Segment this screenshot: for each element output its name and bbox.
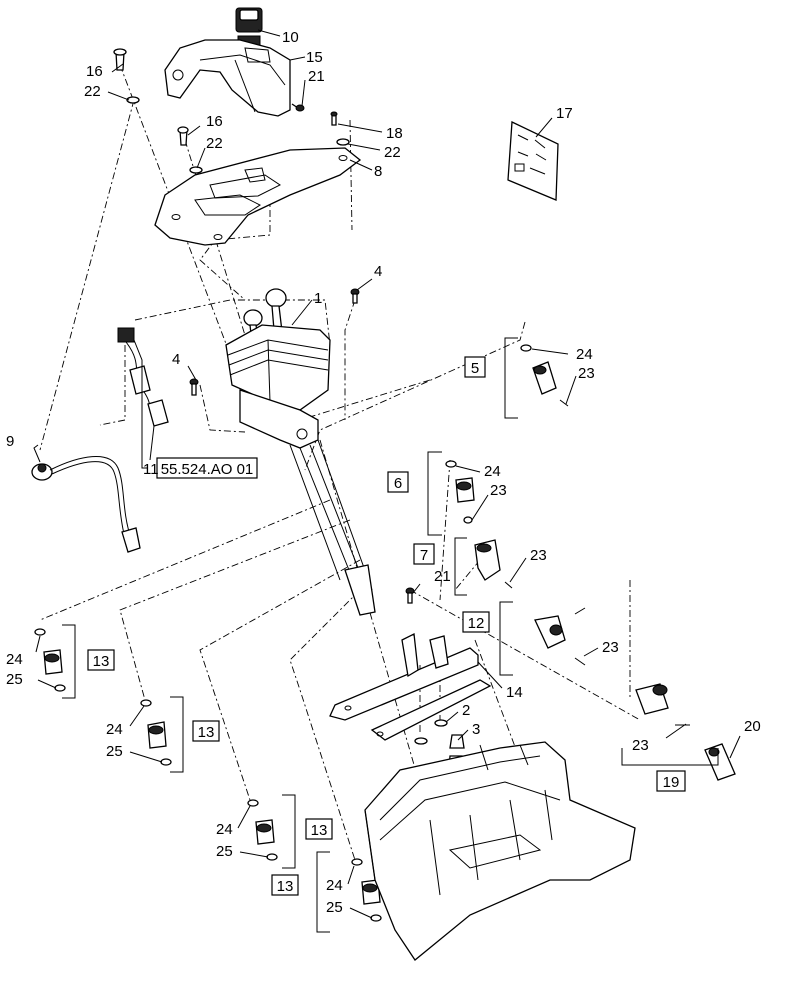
ref-prefix: 11	[143, 461, 159, 478]
callout-23-19: 23	[632, 737, 649, 754]
washer-22-top	[126, 96, 140, 104]
callout-2: 2	[462, 702, 470, 719]
svg-text:12: 12	[468, 615, 485, 632]
fitting-group-7	[474, 539, 513, 589]
callout-25-13d: 25	[326, 899, 343, 916]
callout-numbers: 10 15 21 16 22 16 22 18 22 8 17 4 1 4 9 …	[6, 29, 761, 916]
box-12: 12	[462, 611, 490, 633]
screw-16-top	[113, 48, 127, 71]
callout-25-13b: 25	[106, 743, 123, 760]
box-13-b: 13	[192, 720, 220, 742]
callout-23-6: 23	[490, 482, 507, 499]
screw-21-top	[291, 103, 305, 112]
svg-text:19: 19	[663, 774, 680, 791]
svg-text:6: 6	[394, 475, 402, 492]
callout-14: 14	[506, 684, 523, 701]
reference-label-11	[156, 457, 258, 479]
box-7: 7	[413, 543, 435, 565]
box-19: 19	[656, 770, 686, 792]
screw-18	[330, 111, 338, 126]
callout-24-6: 24	[484, 463, 501, 480]
svg-text:5: 5	[471, 360, 479, 377]
box-6: 6	[387, 471, 409, 493]
box-13-c: 13	[305, 818, 333, 840]
fitting-13-b	[140, 699, 172, 766]
svg-text:13: 13	[277, 878, 294, 895]
part-14-bracket	[329, 633, 492, 741]
callout-21-top: 21	[308, 68, 325, 85]
part-1-joystick-control	[225, 288, 376, 616]
part-11-wire-harness	[117, 327, 169, 461]
callout-24-5: 24	[576, 346, 593, 363]
callout-25-13c: 25	[216, 843, 233, 860]
callout-8: 8	[374, 163, 382, 180]
callout-20: 20	[744, 718, 761, 735]
fitting-group-19	[635, 683, 690, 726]
fitting-13-a	[34, 628, 66, 692]
fitting-group-6	[445, 460, 475, 524]
part-20-sensor	[704, 743, 736, 781]
washer-22-mid	[189, 166, 203, 174]
callout-24-13c: 24	[216, 821, 233, 838]
fitting-group-12	[534, 607, 586, 666]
fitting-13-d	[351, 858, 382, 922]
callout-10: 10	[282, 29, 299, 46]
part-15-console-cover	[164, 39, 291, 117]
callout-23-12: 23	[602, 639, 619, 656]
callout-15: 15	[306, 49, 323, 66]
callout-4-left: 4	[172, 351, 180, 368]
washer-2	[414, 719, 448, 745]
box-13-a: 13	[87, 649, 115, 671]
part-8-cover-plate	[154, 147, 362, 246]
callout-9: 9	[6, 433, 14, 450]
callout-3: 3	[472, 721, 480, 738]
screw-21-lower	[405, 587, 415, 604]
washer-22-right	[336, 138, 350, 146]
machine-frame	[364, 741, 636, 961]
group-brackets	[62, 337, 719, 933]
fitting-group-5	[520, 344, 569, 407]
box-13-d: 13	[271, 874, 299, 896]
callout-21-lower: 21	[434, 568, 451, 585]
callout-1: 1	[314, 290, 322, 307]
callout-16-top: 16	[86, 63, 103, 80]
svg-text:13: 13	[311, 822, 328, 839]
screw-4-left	[189, 378, 199, 396]
screw-4-right	[350, 288, 360, 304]
callout-23-7: 23	[530, 547, 547, 564]
callout-24-13a: 24	[6, 651, 23, 668]
leader-lines	[33, 29, 741, 919]
screw-16-mid	[177, 126, 189, 146]
svg-text:7: 7	[420, 547, 428, 564]
callout-25-13a: 25	[6, 671, 23, 688]
callout-23-5: 23	[578, 365, 595, 382]
svg-text:13: 13	[198, 724, 215, 741]
callout-17: 17	[556, 105, 573, 122]
callout-18: 18	[386, 125, 403, 142]
callout-22-mid: 22	[206, 135, 223, 152]
fitting-13-c	[247, 799, 278, 861]
part-9-sensor-cable	[31, 456, 141, 553]
box-5: 5	[464, 356, 486, 378]
callout-4-right: 4	[374, 263, 382, 280]
svg-text:13: 13	[93, 653, 110, 670]
callout-24-13b: 24	[106, 721, 123, 738]
callout-22-right: 22	[384, 144, 401, 161]
ref-code: 55.524.AO 01	[161, 461, 254, 478]
part-17-decal	[507, 121, 559, 201]
callout-16-mid: 16	[206, 113, 223, 130]
callout-22-top: 22	[84, 83, 101, 100]
callout-24-13d: 24	[326, 877, 343, 894]
